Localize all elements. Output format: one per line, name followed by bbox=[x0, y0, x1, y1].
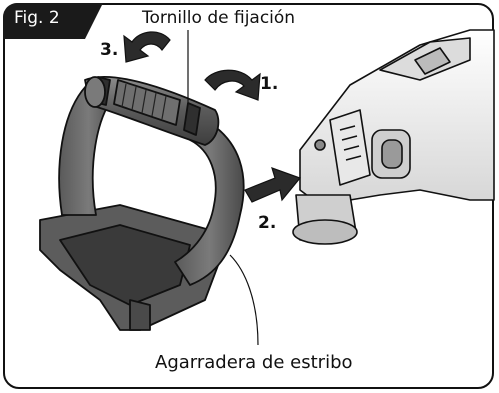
fixing-screw-label: Tornillo de fijación bbox=[142, 8, 296, 28]
step-1-label: 1. bbox=[260, 74, 279, 94]
auxiliary-handle bbox=[39, 76, 245, 331]
figure-tag: Fig. 2 bbox=[14, 8, 60, 28]
step-3-label: 3. bbox=[100, 40, 119, 60]
grip-leader-line bbox=[229, 254, 259, 346]
rotation-arrow-1 bbox=[204, 69, 261, 101]
figure-tag-badge bbox=[3, 3, 103, 39]
push-arrow-2 bbox=[244, 167, 302, 203]
step-2-label: 2. bbox=[258, 213, 277, 233]
multi-tool bbox=[292, 29, 495, 245]
stirrup-handle-label: Agarradera de estribo bbox=[155, 352, 353, 373]
rotation-arrow-3 bbox=[123, 31, 171, 63]
